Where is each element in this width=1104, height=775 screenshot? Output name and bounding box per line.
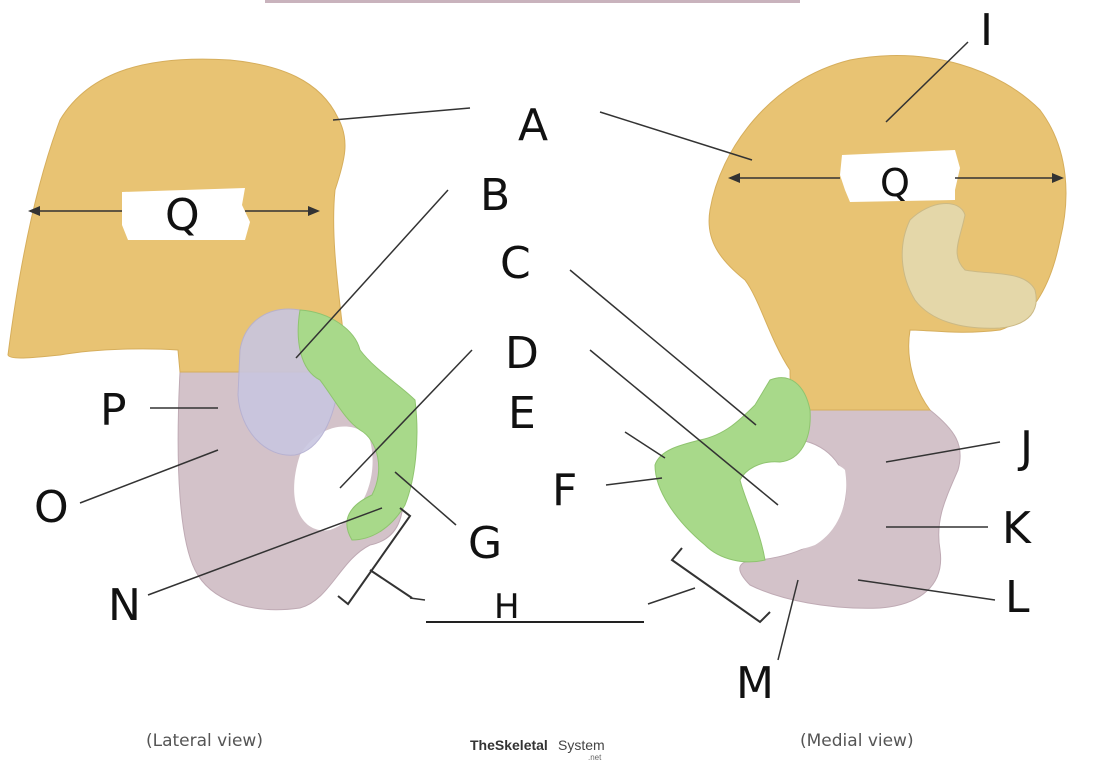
- label-C: C: [500, 238, 531, 289]
- label-G: G: [468, 518, 502, 569]
- medial-pubis-green: [654, 377, 811, 563]
- top-divider: [265, 0, 800, 3]
- label-K: K: [1002, 503, 1032, 554]
- label-P: P: [100, 385, 127, 436]
- label-E: E: [508, 388, 536, 439]
- caption-medial-view: (Medial view): [800, 731, 914, 751]
- q-left-blank-box: [122, 188, 250, 240]
- watermark-logo: TheSkeletal System .net: [470, 737, 605, 762]
- label-H: H: [494, 587, 520, 627]
- watermark-part1: TheSkeletal: [470, 737, 548, 753]
- label-F: F: [552, 465, 577, 516]
- label-M: M: [736, 658, 774, 709]
- label-N: N: [108, 580, 141, 631]
- watermark-suffix: .net: [588, 753, 602, 762]
- label-B: B: [480, 170, 510, 221]
- label-I: I: [980, 5, 993, 56]
- watermark-part2: System: [558, 737, 605, 753]
- label-Q-left: Q: [165, 190, 200, 241]
- h-bracket-left-tick: [369, 569, 413, 599]
- medial-view-bone: [654, 55, 1067, 609]
- leader-lines: [79, 41, 1001, 661]
- lateral-pubis-green: [297, 309, 418, 541]
- label-O: O: [34, 482, 69, 533]
- lateral-obturator-foramen: [294, 426, 373, 531]
- label-A: A: [518, 100, 548, 151]
- label-Q-right: Q: [880, 161, 910, 205]
- h-bracket-left: [337, 507, 412, 606]
- medial-obturator-foramen: [755, 460, 847, 550]
- caption-lateral-view: (Lateral view): [146, 731, 263, 751]
- lateral-view-bone: [7, 58, 418, 611]
- medial-auricular-surface: [901, 203, 1037, 329]
- label-D: D: [505, 328, 539, 379]
- q-right-arrow: [728, 173, 1064, 183]
- q-left-arrow: [28, 206, 320, 216]
- q-right-blank-box: [840, 150, 960, 202]
- h-bracket-right: [670, 547, 771, 624]
- label-J: J: [1017, 422, 1033, 473]
- medial-ilium: [708, 55, 1067, 411]
- label-L: L: [1005, 572, 1030, 623]
